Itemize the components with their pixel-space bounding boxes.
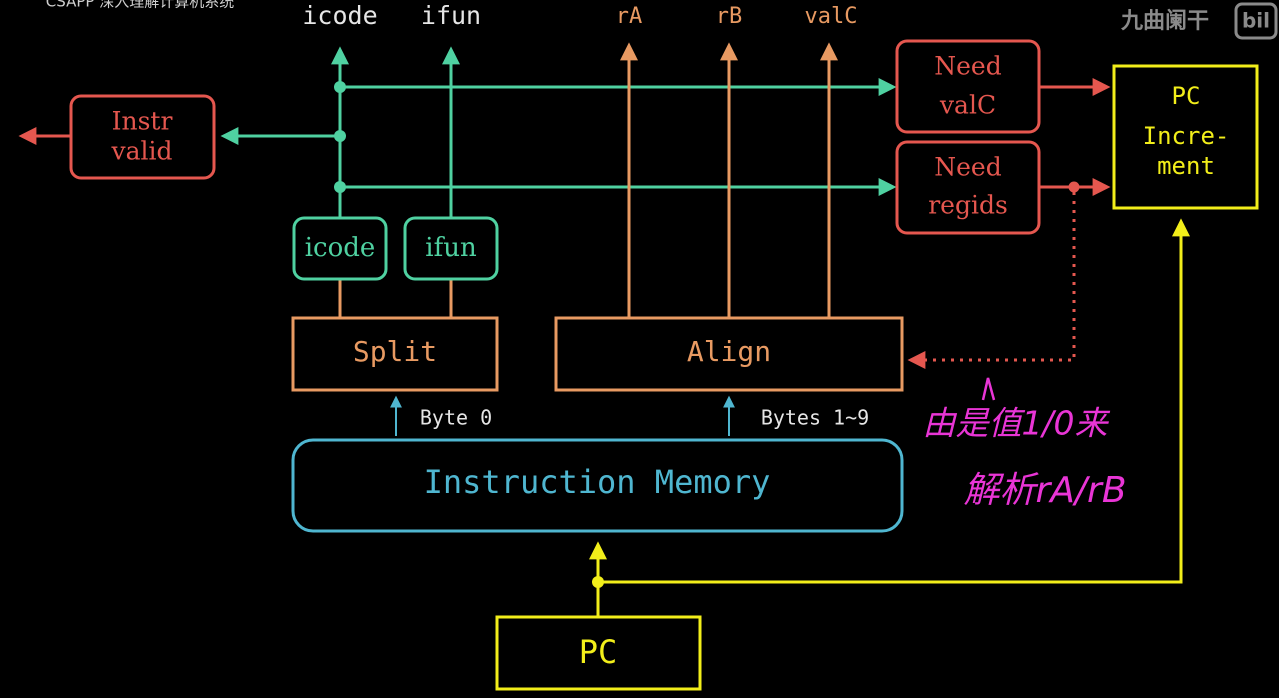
instr-valid-label: valid	[110, 137, 172, 166]
output-ifun-label: ifun	[421, 1, 481, 30]
bytes1-9-label: Bytes 1~9	[761, 406, 869, 430]
byte0-label: Byte 0	[420, 406, 492, 430]
instruction-memory-block	[291, 438, 904, 533]
junction-dot	[334, 81, 346, 93]
split-label: Split	[353, 335, 437, 368]
icode-box	[292, 216, 388, 281]
align-block	[554, 316, 904, 392]
bilibili-logo-icon: bil	[1234, 2, 1278, 40]
split-block	[291, 316, 499, 392]
svg-text:bil: bil	[1242, 9, 1270, 33]
instruction-memory-label: Instruction Memory	[424, 463, 771, 501]
pc-increment-block	[1112, 64, 1259, 210]
watermark: 九曲阑干	[1120, 8, 1209, 34]
ifun-box	[403, 216, 499, 281]
junction-dot	[592, 576, 604, 588]
need-to-pc-increment-wires	[1039, 78, 1111, 196]
need-regids-to-align-dotted-wire	[907, 192, 1076, 369]
pc-increment-label: Incre-	[1143, 122, 1230, 150]
pc-increment-label: PC	[1172, 82, 1201, 110]
pc-block	[495, 615, 702, 691]
pc-label: PC	[579, 633, 618, 671]
output-icode-label: icode	[302, 1, 377, 30]
video-title: CSAPP 深入理解计算机系统	[46, 0, 234, 11]
instr-valid-label: Instr	[112, 107, 173, 136]
align-output-wires	[338, 42, 838, 318]
handwritten-note-line2: 解析rA/rB	[963, 470, 1126, 511]
need-valc-label: Need	[934, 52, 1001, 81]
need-regids-label: regids	[928, 191, 1008, 220]
icode-ifun-wires	[220, 46, 897, 218]
icode-box-label: icode	[305, 233, 376, 263]
output-valc-label: valC	[805, 4, 858, 29]
annotation-caret-mark	[981, 377, 996, 401]
output-ra-label: rA	[616, 4, 643, 29]
handwritten-note-line1: 由是值1/0来	[922, 404, 1110, 443]
pc-increment-label: ment	[1157, 152, 1215, 180]
output-rb-label: rB	[716, 4, 743, 29]
need-regids-label: Need	[934, 153, 1001, 182]
need-valc-label: valC	[939, 91, 996, 120]
ifun-box-label: ifun	[425, 233, 477, 263]
junction-dot	[334, 181, 346, 193]
junction-dot	[1068, 181, 1080, 193]
align-label: Align	[687, 335, 771, 368]
junction-dot	[334, 130, 346, 142]
